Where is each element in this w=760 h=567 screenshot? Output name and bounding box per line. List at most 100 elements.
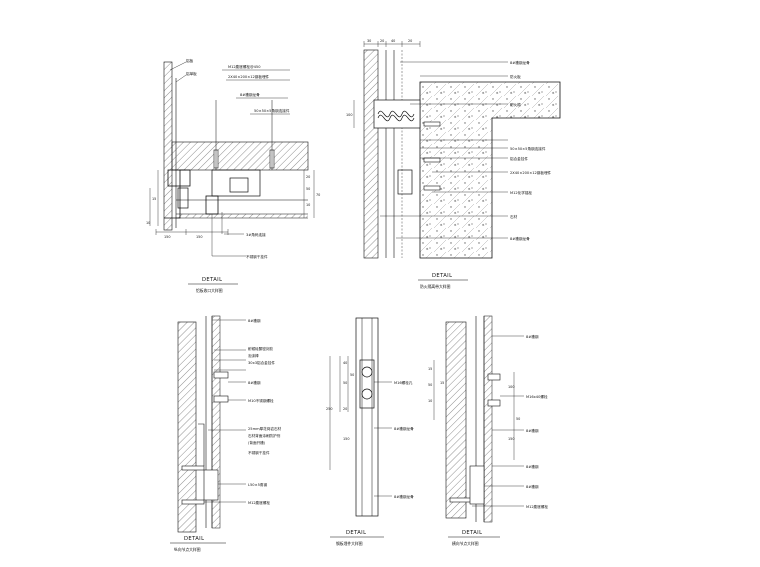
label-5: 铝合金挂件 (510, 156, 528, 161)
dim-5: 150 (343, 437, 349, 441)
detail-3-title: DETAIL (184, 536, 204, 542)
label-2: M16x40螺栓 (526, 394, 548, 399)
label-2: 耐候硅酮密封胶 (248, 346, 274, 351)
label-9: (背面开槽) (248, 440, 266, 445)
detail-1-title: DETAIL (202, 277, 222, 283)
label-1: 8#槽钢 (248, 318, 261, 323)
label-6: M12膨胀螺栓 (526, 504, 548, 509)
label-5: 8#槽钢 (248, 380, 261, 385)
label-4: 30x3铝合金挂件 (248, 360, 275, 365)
label-3: 8#槽钢龙骨 (394, 494, 414, 499)
label-2: 防火板 (510, 74, 521, 79)
label-3: M12膨胀螺栓@450 (228, 64, 261, 69)
insulation-coil (377, 110, 415, 118)
steel-channel (229, 177, 249, 193)
wall-hatch (445, 321, 467, 519)
fire-insulation (373, 99, 421, 129)
dim-1: 15 (428, 367, 432, 371)
detail-3: 8#槽钢 耐候硅酮密封胶 泡沫棒 30x3铝合金挂件 8#槽钢 M10不锈钢螺栓… (170, 315, 282, 552)
label-4: 8#槽钢 (526, 464, 539, 469)
detail-1-subtitle: 铝板收口大样图 (196, 288, 223, 293)
bolts (449, 373, 501, 505)
label-8: 石材 (510, 214, 518, 219)
dim-1: 150 (164, 235, 170, 239)
dim-5: 100 (508, 385, 514, 389)
dim-8: 70 (316, 193, 320, 197)
dim-6: 250 (326, 407, 332, 411)
label-5: 8#槽钢 (526, 484, 539, 489)
dim-3: 10 (428, 399, 432, 403)
dim-1: 40 (343, 361, 347, 365)
bolts (181, 371, 229, 505)
dim-5: 20 (306, 175, 310, 179)
detail-2-subtitle: 防火隔离带大样图 (420, 284, 451, 289)
panel-hatch (176, 214, 308, 218)
concrete-slab (419, 81, 561, 259)
stone-panel (483, 315, 493, 523)
slab-hatch (171, 141, 309, 171)
detail-1: 铝板 铝单板 M12膨胀螺栓@450 2X40×200×12钢板埋件 8#槽钢龙… (146, 58, 320, 293)
label-3: 8#槽钢 (526, 428, 539, 433)
dim-4: 50 (350, 373, 354, 377)
label-11: L50×5角钢 (248, 482, 267, 487)
detail-5-subtitle: 横向节点大样图 (452, 541, 479, 546)
dim-6: 50 (516, 417, 520, 421)
label-3: 泡沫棒 (248, 353, 259, 358)
dim-2: 10 (146, 221, 150, 225)
dim-2: 50 (343, 381, 347, 385)
embed-plate (355, 317, 379, 517)
stone-panel (211, 315, 221, 529)
dim-4: 15 (152, 197, 156, 201)
bolt-hole (361, 388, 373, 400)
label-4: 50×50×5角钢连接件 (510, 146, 546, 151)
label-1: 8#槽钢 (526, 334, 539, 339)
dim-4: 20 (408, 39, 412, 43)
dim-7: 10 (306, 203, 310, 207)
detail-3-subtitle: 纵向节点大样图 (174, 547, 201, 552)
detail-4: 40 50 20 50 150 250 M16螺栓孔 8#槽钢龙骨 8#槽钢龙骨… (326, 317, 414, 546)
detail-5: 15 50 10 15 100 50 150 8#槽钢 M16x40螺栓 8#槽… (428, 315, 548, 546)
label-2: 铝单板 (186, 71, 197, 76)
bolt-hole (361, 366, 373, 378)
wall-hatch (177, 321, 197, 533)
dim-7: 150 (508, 437, 514, 441)
dim-5: 100 (346, 113, 352, 117)
label-1: 8#槽钢龙骨 (510, 60, 530, 65)
label-1: M16螺栓孔 (394, 380, 413, 385)
label-7: 3#角码连接 (246, 232, 266, 237)
label-5: 8#槽钢龙骨 (240, 92, 260, 97)
dim-1: 30 (367, 39, 371, 43)
detail-4-title: DETAIL (346, 530, 366, 536)
steel-channel (211, 169, 261, 197)
detail-5-title: DETAIL (462, 530, 482, 536)
label-6: 50×50×5角钢连接件 (254, 108, 290, 113)
dim-2: 20 (380, 39, 384, 43)
label-8: 石材背面涂刷防护剂 (248, 433, 281, 438)
label-10: 不锈钢干挂件 (248, 450, 270, 455)
corner-bracket (167, 169, 191, 187)
dim-6: 50 (306, 187, 310, 191)
label-6: 2X40×200×12钢板埋件 (510, 170, 552, 175)
label-12: M12膨胀螺栓 (248, 500, 270, 505)
label-4: 2X40×200×12钢板埋件 (228, 74, 270, 79)
hanger-clip (205, 195, 219, 215)
stone-wall-hatch (363, 49, 379, 259)
label-9: 8#槽钢龙骨 (510, 236, 530, 241)
detail-2: 30 20 40 20 100 8#槽钢龙骨 防火板 防火棉 50×50×5角钢… (346, 39, 561, 289)
dim-4: 15 (440, 381, 444, 385)
dim-3: 40 (391, 39, 395, 43)
wall-hatch (163, 61, 173, 231)
label-6: M10不锈钢螺栓 (248, 398, 274, 403)
label-3: 防火棉 (510, 102, 521, 107)
dim-2: 50 (428, 383, 432, 387)
corner-clip (177, 187, 189, 209)
label-7: M12化学锚栓 (510, 190, 532, 195)
label-2: 8#槽钢龙骨 (394, 426, 414, 431)
label-8: 不锈钢干挂件 (246, 254, 268, 259)
angle-bracket (397, 169, 413, 195)
label-1: 铝板 (186, 58, 194, 63)
dim-3: 150 (196, 235, 202, 239)
dim-3: 20 (343, 407, 347, 411)
detail-2-title: DETAIL (432, 273, 452, 279)
